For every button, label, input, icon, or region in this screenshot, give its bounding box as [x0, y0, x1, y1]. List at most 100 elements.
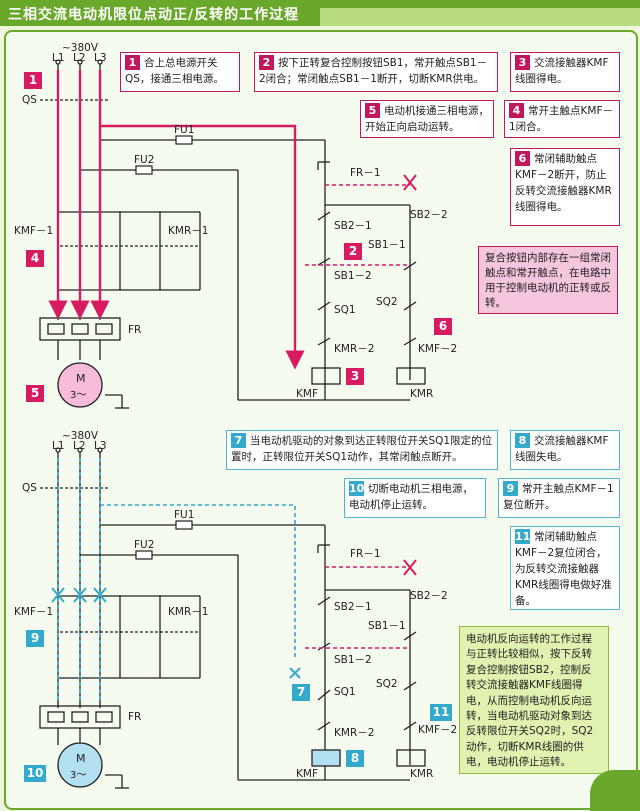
step-number: 7 [231, 433, 246, 448]
bottom-current-flow [51, 458, 301, 700]
fu1-fuse-bottom [175, 520, 193, 530]
voltage-label-top: ~380V [62, 42, 99, 54]
motor-m-label-top: M [76, 372, 86, 385]
voltage-label-bottom: ~380V [62, 430, 99, 442]
step-text: 切断电动机三相电源，电动机停止运转。 [349, 483, 473, 511]
kmf1-label-bottom: KMF－1 [14, 606, 54, 618]
compound-button-note: 复合按钮内部存在一组常闭触点和常开触点，在电路中用于控制电动机的正转或反转。 [478, 246, 618, 314]
sb1-1-label-bottom: SB1－1 [368, 620, 406, 632]
sq2-label-bottom: SQ2 [376, 678, 398, 690]
step-text: 交流接触器KMF线圈失电。 [515, 435, 609, 463]
fr1-label-bottom: FR－1 [350, 548, 381, 560]
kmr1-label-top: KMR－1 [168, 225, 209, 237]
sq2-label-top: SQ2 [376, 296, 398, 308]
motor-m-label-bottom: M [76, 752, 86, 765]
phase-l1-bottom: L1 [52, 440, 65, 452]
sb1-2-label-bottom: SB1－2 [334, 654, 372, 666]
corner-decoration [590, 770, 640, 811]
bottom-sb-flow [305, 559, 417, 649]
fr1-label-top: FR－1 [350, 167, 381, 179]
phase-l2-bottom: L2 [73, 440, 86, 452]
diagram-tag-6: 6 [434, 318, 452, 335]
qs-label-top: QS [22, 94, 37, 106]
diagram-tag-4: 4 [26, 250, 44, 267]
step-text: 合上总电源开关QS，接通三相电源。 [125, 57, 224, 85]
step-number: 11 [515, 529, 531, 544]
step-number: 2 [259, 55, 274, 70]
sq1-label-bottom: SQ1 [334, 686, 356, 698]
fu2-label-bottom: FU2 [134, 539, 155, 551]
reverse-rotation-note: 电动机反向运转的工作过程与正转比较相似，按下反转复合控制按钮SB2，控制反转交流… [459, 626, 609, 774]
step-text: 常闭辅助触点KMF－2复位闭合，为反转交流接触器KMR线圈得电做好准备。 [515, 531, 612, 607]
step-text: 交流接触器KMF线圈得电。 [515, 57, 609, 85]
step-number: 5 [365, 103, 380, 118]
phase-l3-top: L3 [94, 52, 107, 64]
phase-l3-bottom: L3 [94, 440, 107, 452]
kmr1-label-bottom: KMR－1 [168, 606, 209, 618]
sb2-2-label-bottom: SB2－2 [410, 590, 448, 602]
sb2-1-label-bottom: SB2－1 [334, 601, 372, 613]
step-text: 常开主触点KMF－1复位断开。 [503, 483, 614, 511]
step-number: 1 [125, 55, 140, 70]
fr-label-top: FR [128, 324, 142, 336]
kmr2-label-bottom: KMR－2 [334, 727, 375, 739]
kmr2-label-top: KMR－2 [334, 343, 375, 355]
fu1-label-bottom: FU1 [174, 509, 195, 521]
diagram-tag-11: 11 [430, 704, 452, 721]
motor-phase-label-top: 3～ [70, 390, 87, 401]
title-bar: 三相交流电动机限位点动正/反转的工作过程 [0, 0, 640, 26]
diagram-tag-8: 8 [346, 750, 364, 767]
page-title: 三相交流电动机限位点动正/反转的工作过程 [8, 7, 300, 23]
top-current-flow [48, 70, 417, 370]
kmf2-label-top: KMF－2 [418, 343, 458, 355]
step-number: 8 [515, 433, 530, 448]
title-tab-decoration [320, 8, 640, 26]
sb2-2-label-top: SB2－2 [410, 209, 448, 221]
step-number: 6 [515, 151, 530, 166]
fu2-label-top: FU2 [134, 154, 155, 166]
phase-l1-top: L1 [52, 52, 65, 64]
step-number: 3 [515, 55, 530, 70]
diagram-tag-3: 3 [346, 368, 364, 385]
kmf2-label-bottom: KMF－2 [418, 724, 458, 736]
step-text: 按下正转复合控制按钮SB1，常开触点SB1－2闭合；常闭触点SB1－1断开，切断… [259, 57, 488, 85]
diagram-tag-2: 2 [344, 243, 362, 260]
kmr-coil-label-top: KMR [410, 388, 434, 400]
sq1-label-top: SQ1 [334, 304, 356, 316]
phase-l2-top: L2 [73, 52, 86, 64]
sb2-1-label-top: SB2－1 [334, 220, 372, 232]
diagram-tag-5: 5 [26, 385, 44, 402]
sb1-2-label-top: SB1－2 [334, 270, 372, 282]
motor-phase-label-bottom: 3～ [70, 770, 87, 781]
motor-top [57, 362, 103, 408]
diagram-tag-7: 7 [292, 684, 310, 701]
diagram-tag-9: 9 [26, 630, 44, 647]
step-text: 当电动机驱动的对象到达正转限位开关SQ1限定的位置时，正转限位开关SQ1动作，其… [231, 435, 493, 463]
fu1-fuse [175, 135, 193, 145]
kmf1-label-top: KMF－1 [14, 225, 54, 237]
step-text: 电动机接通三相电源，开始正向启动运转。 [365, 105, 489, 133]
kmr-coil-label-bottom: KMR [410, 768, 434, 780]
sb1-1-label-top: SB1－1 [368, 239, 406, 251]
step-number: 10 [349, 481, 365, 496]
step-text: 常开主触点KMF－1闭合。 [509, 105, 613, 133]
fu2-fuse [135, 165, 153, 175]
step-number: 4 [509, 103, 524, 118]
fu1-label-top: FU1 [174, 124, 195, 136]
qs-label-bottom: QS [22, 482, 37, 494]
kmf-coil-label-top: KMF [296, 388, 318, 400]
fr-label-bottom: FR [128, 711, 142, 723]
step-number: 9 [503, 481, 518, 496]
